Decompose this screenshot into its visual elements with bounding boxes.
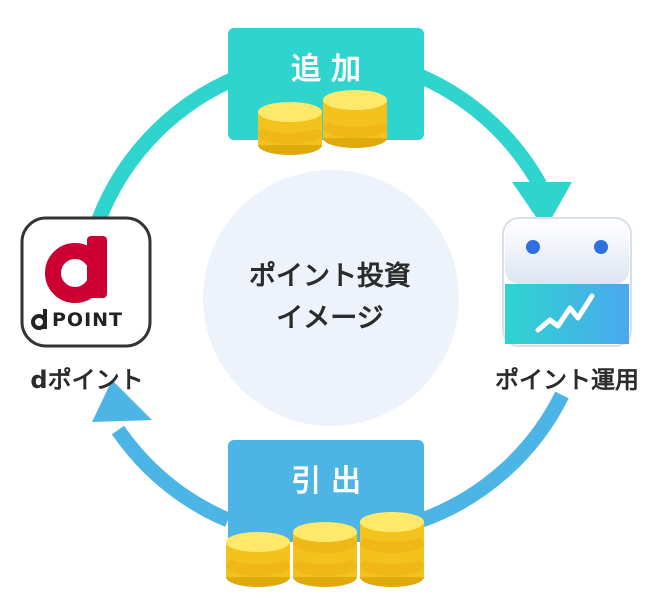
d-point-app-icon xyxy=(20,216,152,348)
coin-stack-icon xyxy=(323,90,387,148)
top-banner-label: 追加 xyxy=(291,52,371,87)
dpoint-caption: dポイント xyxy=(30,366,144,394)
arrow-head-left-icon xyxy=(92,380,152,422)
point-operation-app-icon xyxy=(502,217,632,347)
cycle-arrow-bottom-left xyxy=(111,425,231,527)
center-circle xyxy=(203,170,459,426)
cycle-arrow-top-right xyxy=(407,64,547,189)
coin-stack-icon xyxy=(258,102,322,155)
dpoint-logo-text: POINT xyxy=(52,309,124,331)
coin-stack-icon xyxy=(226,532,290,587)
bottom-banner-label: 引出 xyxy=(291,464,371,499)
cycle-arrow-bottom-right xyxy=(419,391,569,528)
arrow-head-right-icon xyxy=(512,182,572,230)
cycle-arrow-top-left xyxy=(90,64,255,225)
center-title-line1: ポイント投資 xyxy=(249,261,411,292)
coin-stack-icon xyxy=(293,522,357,587)
coin-stack-icon xyxy=(360,512,424,587)
center-title-line2: イメージ xyxy=(276,303,384,334)
point-operation-caption: ポイント運用 xyxy=(495,366,639,394)
